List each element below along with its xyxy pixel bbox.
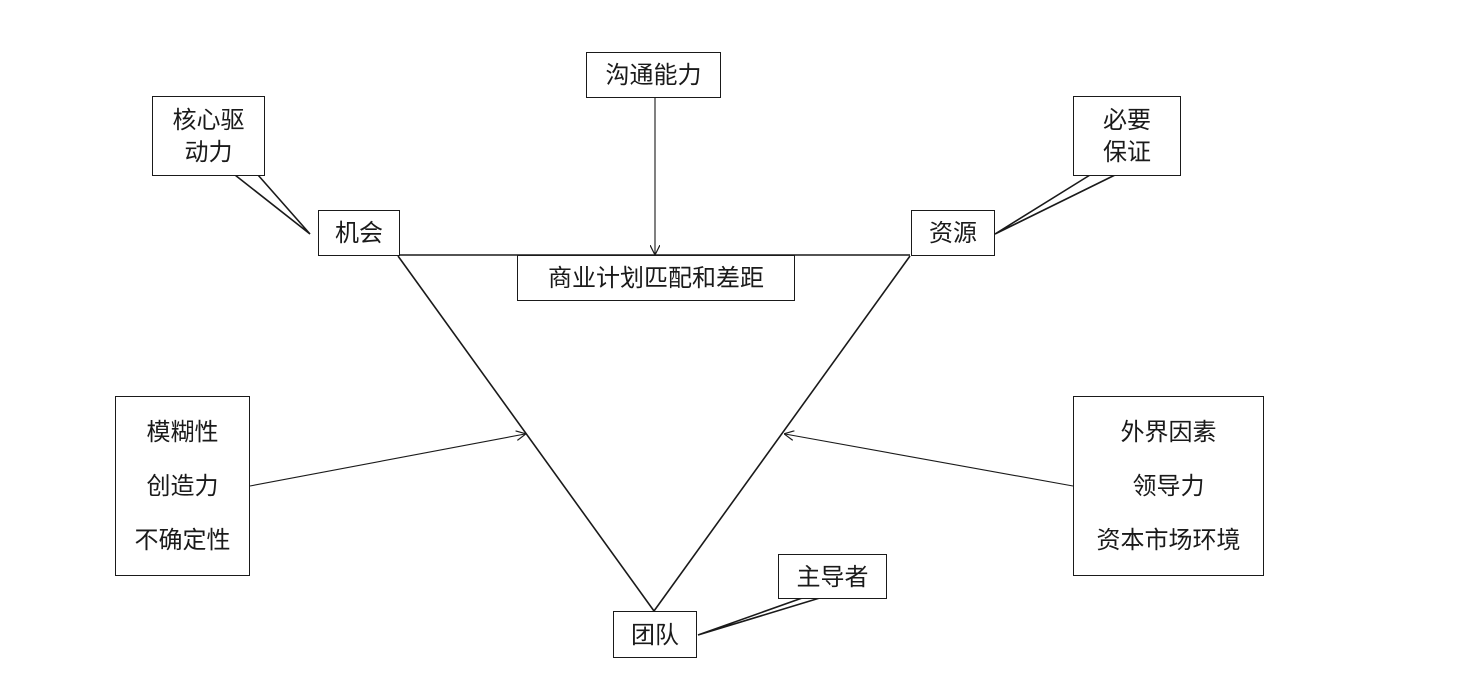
input-right-factors: 外界因素 领导力 资本市场环境 <box>1073 396 1264 576</box>
arrow-right-factors <box>785 434 1074 487</box>
left-factor-creativity: 创造力 <box>146 472 219 500</box>
right-factor-capital-market: 资本市场环境 <box>1096 526 1241 554</box>
core-driver-line-1: 核心驱 <box>172 106 245 134</box>
callout-core-driver: 核心驱 动力 <box>152 96 265 176</box>
edge-resources-team <box>653 255 911 612</box>
callout-necessary-guarantee: 必要 保证 <box>1073 96 1181 176</box>
fit-gap-label-box: 商业计划匹配和差距 <box>517 255 795 301</box>
node-resources-label: 资源 <box>929 219 977 247</box>
leader-callout-tail <box>697 596 824 636</box>
edge-opportunity-team <box>397 255 655 612</box>
arrow-left-factors <box>249 434 525 487</box>
communication-label: 沟通能力 <box>605 61 702 89</box>
node-resources: 资源 <box>911 210 995 256</box>
core-driver-callout-tail <box>234 174 311 235</box>
guarantee-line-2: 保证 <box>1103 138 1151 166</box>
left-factor-uncertainty: 不确定性 <box>134 526 231 554</box>
fit-gap-label: 商业计划匹配和差距 <box>548 264 764 292</box>
node-team: 团队 <box>613 611 697 658</box>
node-opportunity: 机会 <box>318 210 400 256</box>
guarantee-callout-tail <box>994 174 1116 235</box>
input-left-factors: 模糊性 创造力 不确定性 <box>115 396 250 576</box>
node-team-label: 团队 <box>631 620 679 649</box>
right-factor-external: 外界因素 <box>1120 418 1217 446</box>
right-factor-leadership: 领导力 <box>1132 472 1205 500</box>
callout-leader: 主导者 <box>778 554 887 599</box>
core-driver-line-2: 动力 <box>184 138 233 166</box>
guarantee-line-1: 必要 <box>1103 106 1151 134</box>
input-communication: 沟通能力 <box>586 52 721 98</box>
node-opportunity-label: 机会 <box>335 219 383 247</box>
leader-label: 主导者 <box>796 562 869 591</box>
left-factor-ambiguity: 模糊性 <box>146 418 219 446</box>
